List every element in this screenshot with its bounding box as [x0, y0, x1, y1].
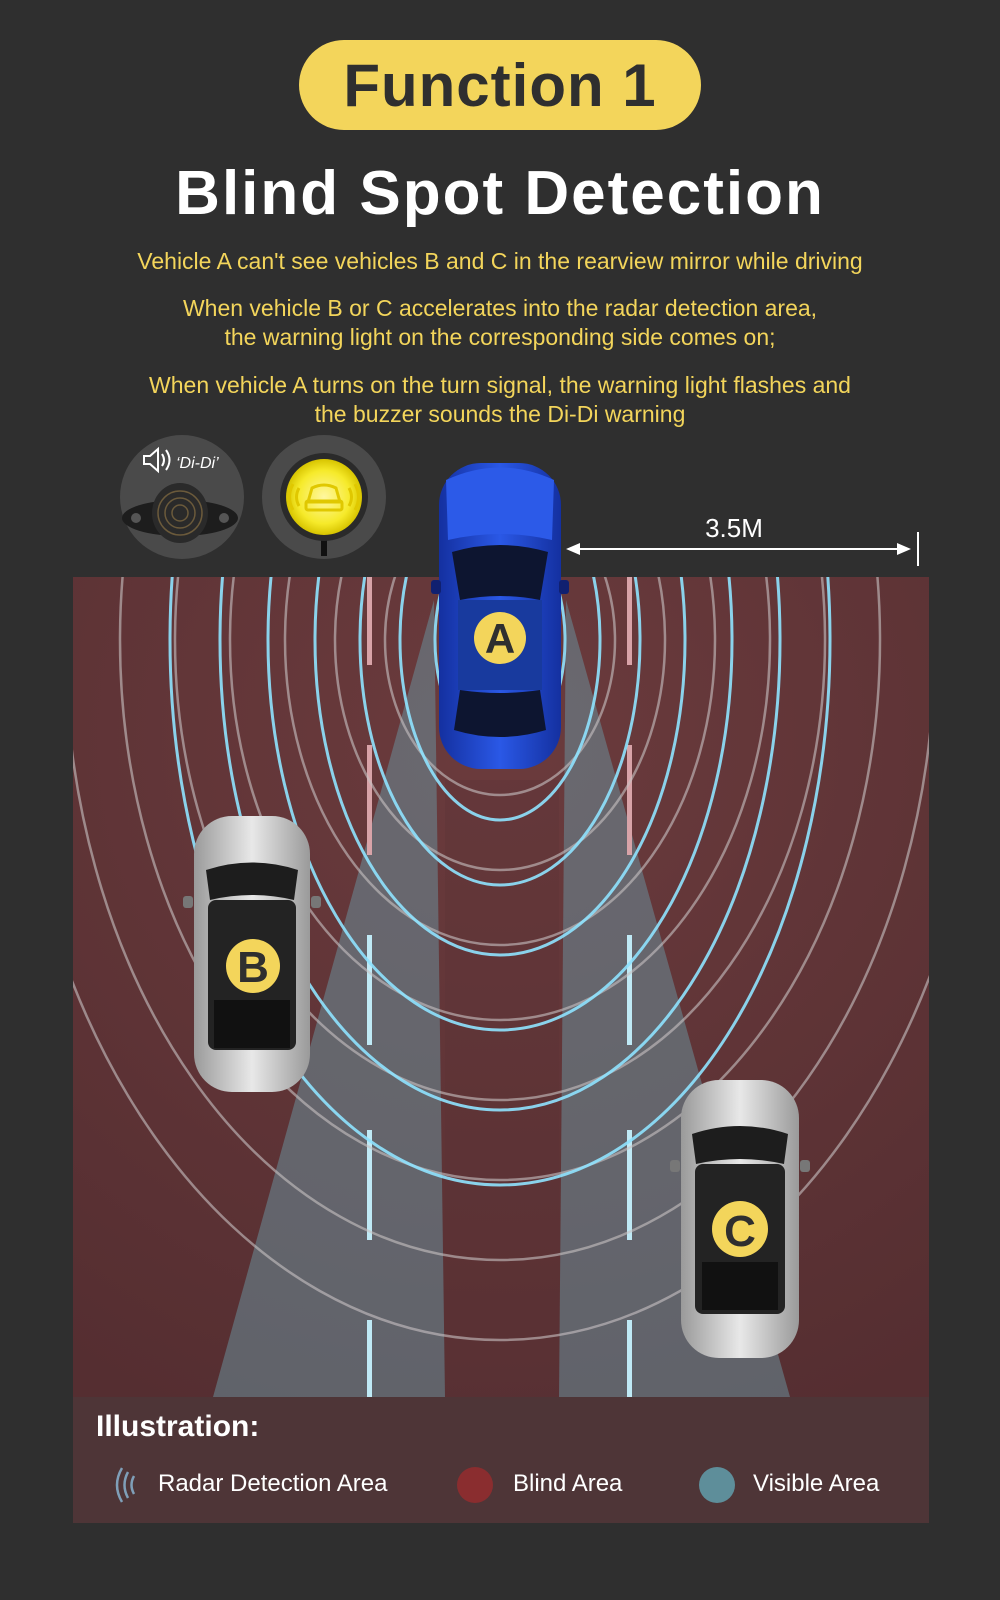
description-1-text: Vehicle A can't see vehicles B and C in …: [137, 248, 863, 274]
vehicle-b-label: B: [237, 943, 269, 992]
radar-grey-arc: [228, 577, 772, 1022]
radar-grey-arcs: [73, 577, 929, 1342]
lane-markings: [367, 577, 632, 1397]
radar-detection-arc: [398, 577, 602, 822]
vehicle-b: [183, 816, 321, 1092]
visible-area-swatch: [699, 1467, 735, 1503]
radar-grey-arc: [118, 577, 882, 1182]
radar-grey-arc: [73, 974, 929, 1342]
function-badge: Function 1: [299, 40, 701, 130]
speaker-icon: [143, 446, 171, 474]
center-lane-visible: [445, 780, 559, 1397]
vehicle-a-label: A: [485, 615, 515, 662]
distance-label: 3.5M: [705, 513, 763, 543]
warning-light-device: [262, 435, 386, 559]
blind-area-swatch: [457, 1467, 493, 1503]
description-3-text: When vehicle A turns on the turn signal,…: [149, 372, 851, 427]
function-badge-label: Function 1: [343, 51, 657, 119]
description-line-3: When vehicle A turns on the turn signal,…: [0, 371, 1000, 429]
radar-grey-arc: [333, 577, 667, 872]
car-warning-icon: [288, 483, 360, 512]
radar-detection-arc: [168, 577, 832, 1187]
legend-title: Illustration:: [96, 1410, 260, 1443]
buzzer-sound-label: ‘Di-Di’: [176, 455, 219, 472]
vehicle-c: [670, 1080, 810, 1358]
distance-indicator: [566, 532, 919, 566]
radar-grey-arc: [173, 577, 827, 1102]
radar-grey-arc: [73, 730, 929, 1262]
buzzer-device: [120, 435, 244, 559]
description-line-2: When vehicle B or C accelerates into the…: [0, 294, 1000, 352]
radar-grey-arc: [283, 577, 717, 947]
radar-detection-arc: [313, 577, 687, 957]
vehicle-c-label: C: [724, 1207, 756, 1256]
description-line-1: Vehicle A can't see vehicles B and C in …: [0, 247, 1000, 276]
radar-detection-arc: [266, 577, 734, 1032]
radar-detection-arcs: [168, 577, 832, 1187]
legend-blind-label: Blind Area: [513, 1470, 623, 1497]
radar-wave-icon: [115, 1467, 136, 1503]
radar-grey-arc: [383, 577, 617, 797]
legend-visible-label: Visible Area: [753, 1470, 880, 1497]
legend-panel: [73, 1397, 929, 1523]
radar-detection-arc: [218, 577, 782, 1112]
description-2-text: When vehicle B or C accelerates into the…: [182, 295, 818, 350]
radar-detection-arc: [358, 577, 642, 887]
legend-radar-label: Radar Detection Area: [158, 1470, 388, 1497]
vehicle-a: [431, 463, 569, 769]
page-title: Blind Spot Detection: [175, 159, 825, 228]
visible-area-left: [213, 600, 445, 1397]
